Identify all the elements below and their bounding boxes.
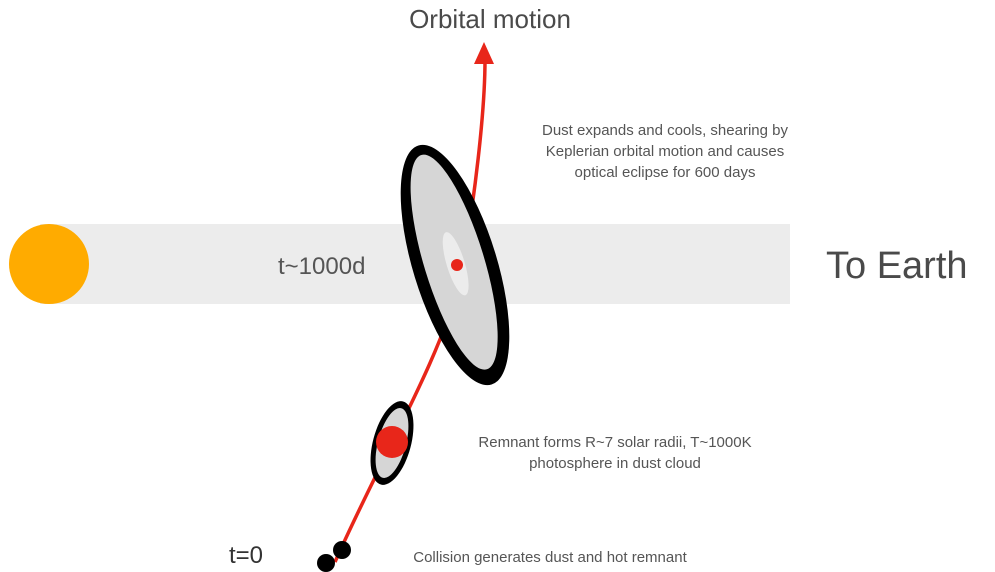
star xyxy=(9,224,89,304)
remnant-star-late xyxy=(451,259,463,271)
caption-line: Keplerian orbital motion and causes xyxy=(545,143,785,160)
label-time-zero: t=0 xyxy=(229,542,264,569)
title-orbital-motion: Orbital motion xyxy=(409,4,571,34)
remnant-photosphere xyxy=(376,426,408,458)
label-time-late: t~1000d xyxy=(278,253,366,280)
orbit-arrowhead xyxy=(474,42,494,64)
label-to-earth: To Earth xyxy=(826,245,968,287)
caption-line: Collision generates dust and hot remnant xyxy=(413,549,687,566)
collision-body-2 xyxy=(317,554,335,572)
caption-line: photosphere in dust cloud xyxy=(529,455,701,472)
caption-remnant: Remnant forms R~7 solar radii, T~1000K p… xyxy=(430,432,800,474)
collision-body-1 xyxy=(333,541,351,559)
caption-line: optical eclipse for 600 days xyxy=(574,164,756,181)
caption-line: Dust expands and cools, shearing by xyxy=(542,122,788,139)
caption-dust-expands: Dust expands and cools, shearing by Kepl… xyxy=(490,120,840,183)
caption-line: Remnant forms R~7 solar radii, T~1000K xyxy=(478,434,752,451)
caption-collision: Collision generates dust and hot remnant xyxy=(380,547,720,568)
